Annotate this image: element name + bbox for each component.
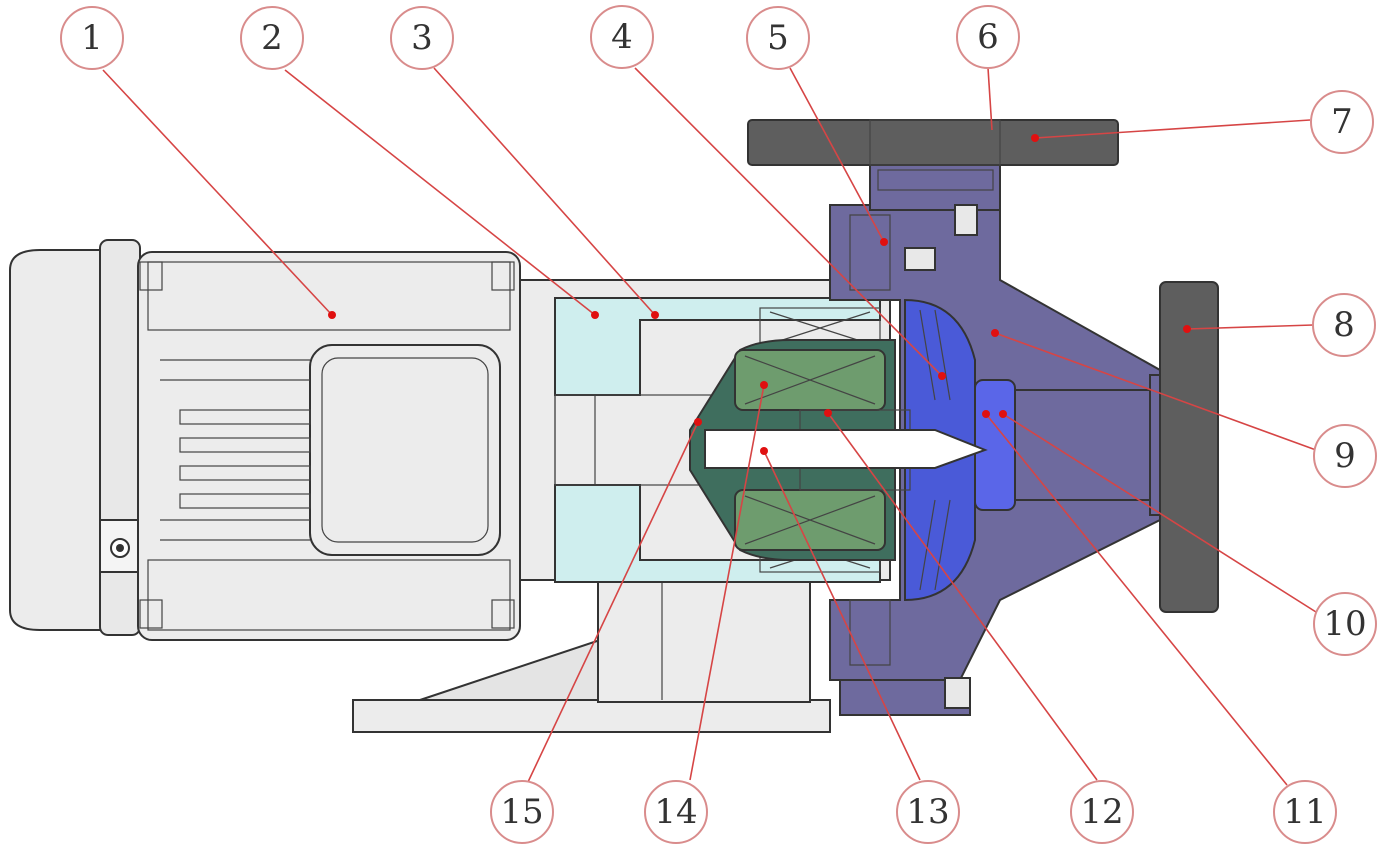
callout-4-label: 4 [611, 17, 633, 57]
callout-10-label: 10 [1323, 604, 1366, 644]
shaft [704, 409, 988, 491]
dot-1 [328, 311, 336, 319]
callout-15: 15 [490, 780, 554, 844]
leader-13 [763, 450, 921, 781]
callout-8: 8 [1312, 293, 1376, 357]
dot-15 [694, 418, 702, 426]
callout-9-label: 9 [1334, 436, 1356, 476]
callout-12-label: 12 [1080, 792, 1123, 832]
callout-11: 11 [1273, 780, 1337, 844]
dot-11 [982, 410, 990, 418]
discharge-flange [747, 119, 1119, 166]
callout-13: 13 [896, 780, 960, 844]
callout-11-label: 11 [1283, 792, 1326, 832]
leader-14 [689, 384, 765, 781]
callout-12: 12 [1070, 780, 1134, 844]
leader-6 [987, 67, 993, 131]
motor-end-cap [9, 239, 179, 636]
leader-15 [527, 421, 699, 783]
callout-9: 9 [1313, 424, 1377, 488]
leader-4 [634, 67, 943, 377]
leader-lines [102, 67, 1317, 786]
leader-8 [1186, 324, 1314, 330]
callout-8-label: 8 [1333, 305, 1355, 345]
dot-4 [938, 372, 946, 380]
leader-9 [994, 332, 1317, 451]
callout-6: 6 [956, 5, 1020, 69]
dot-8 [1183, 325, 1191, 333]
callout-4: 4 [590, 5, 654, 69]
callout-7-label: 7 [1331, 102, 1353, 142]
callout-7: 7 [1310, 90, 1374, 154]
dot-13 [760, 447, 768, 455]
dot-5 [880, 238, 888, 246]
callout-10: 10 [1313, 592, 1377, 656]
leader-7 [1034, 119, 1311, 139]
callout-5: 5 [746, 6, 810, 70]
dot-2 [591, 311, 599, 319]
dot-7 [1031, 134, 1039, 142]
leader-3 [433, 67, 656, 316]
callout-15-label: 15 [500, 792, 543, 832]
callout-2: 2 [240, 6, 304, 70]
dot-10 [999, 410, 1007, 418]
callout-1: 1 [60, 6, 124, 70]
leader-11 [985, 413, 1288, 786]
dot-9 [991, 329, 999, 337]
suction-flange [1159, 281, 1219, 613]
callout-5-label: 5 [767, 18, 789, 58]
callout-2-label: 2 [261, 18, 283, 58]
motor-body [137, 251, 521, 641]
motor-base [352, 574, 831, 733]
leader-10 [1002, 413, 1317, 613]
callout-3-label: 3 [411, 18, 433, 58]
leader-12 [827, 412, 1098, 781]
dot-3 [651, 311, 659, 319]
callout-13-label: 13 [906, 792, 949, 832]
target-dots [328, 134, 1191, 455]
dot-14 [760, 381, 768, 389]
inner-magnet [734, 349, 886, 551]
leader-5 [789, 67, 885, 243]
leader-2 [284, 69, 596, 316]
callout-14: 14 [644, 780, 708, 844]
callout-14-label: 14 [654, 792, 697, 832]
callouts: 1 2 3 4 5 6 7 8 [60, 5, 1377, 844]
callout-3: 3 [390, 6, 454, 70]
dot-12 [824, 409, 832, 417]
callout-6-label: 6 [977, 17, 999, 57]
leader-1 [102, 69, 333, 316]
callout-1-label: 1 [81, 18, 103, 58]
